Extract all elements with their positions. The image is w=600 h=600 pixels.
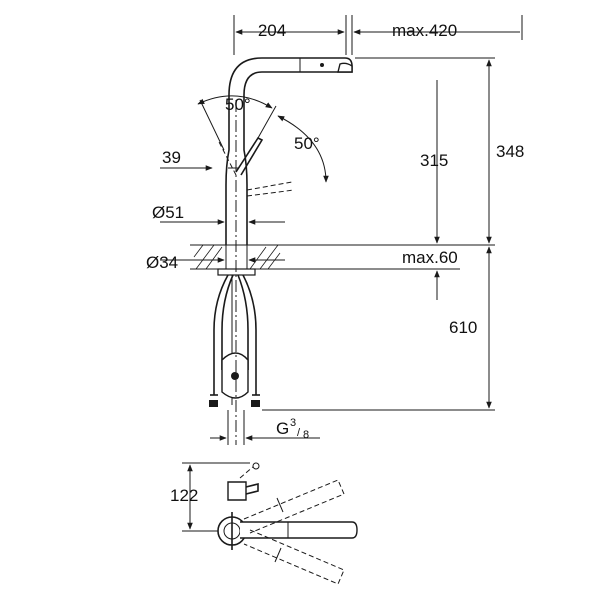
dim-plan-depth: 122 bbox=[170, 486, 198, 505]
svg-text:/: / bbox=[297, 427, 301, 439]
handle-lever-alt bbox=[217, 139, 237, 176]
plan-handle bbox=[227, 481, 247, 501]
plan-spout bbox=[240, 521, 358, 539]
dim-pullout: max.420 bbox=[392, 21, 457, 40]
dim-spout-height: 315 bbox=[420, 151, 448, 170]
dim-total-height: 348 bbox=[496, 142, 524, 161]
handle-lever-pulled-b bbox=[246, 189, 295, 197]
handle-lever bbox=[235, 136, 264, 176]
dim-reach: 204 bbox=[258, 21, 286, 40]
under-sink-hoses bbox=[209, 274, 260, 407]
dim-spray-offset: 39 bbox=[162, 148, 181, 167]
svg-text:G: G bbox=[276, 419, 289, 438]
elevation-view: 204 max.420 50° 50° 39 315 348 Ø51 Ø34 m… bbox=[146, 15, 524, 445]
dim-deck-thickness: max.60 bbox=[402, 248, 458, 267]
plan-spout-swivel-up bbox=[243, 479, 345, 534]
dim-hose-length: 610 bbox=[449, 318, 477, 337]
handle-lever-pulled bbox=[246, 181, 293, 191]
dim-hole-diameter: Ø34 bbox=[146, 253, 178, 272]
plan-spout-swivel-down bbox=[243, 529, 345, 585]
dim-angle-side: 50° bbox=[294, 134, 320, 153]
spray-head-tip bbox=[337, 62, 353, 73]
spout-button bbox=[320, 63, 324, 67]
dim-angle-top: 50° bbox=[225, 95, 251, 114]
dim-thread: G 3 / 8 bbox=[276, 417, 309, 441]
svg-text:8: 8 bbox=[303, 429, 309, 441]
dim-body-diameter: Ø51 bbox=[152, 203, 184, 222]
plan-view: 122 bbox=[170, 462, 358, 585]
svg-text:3: 3 bbox=[290, 417, 296, 429]
faucet-spout bbox=[225, 57, 353, 245]
